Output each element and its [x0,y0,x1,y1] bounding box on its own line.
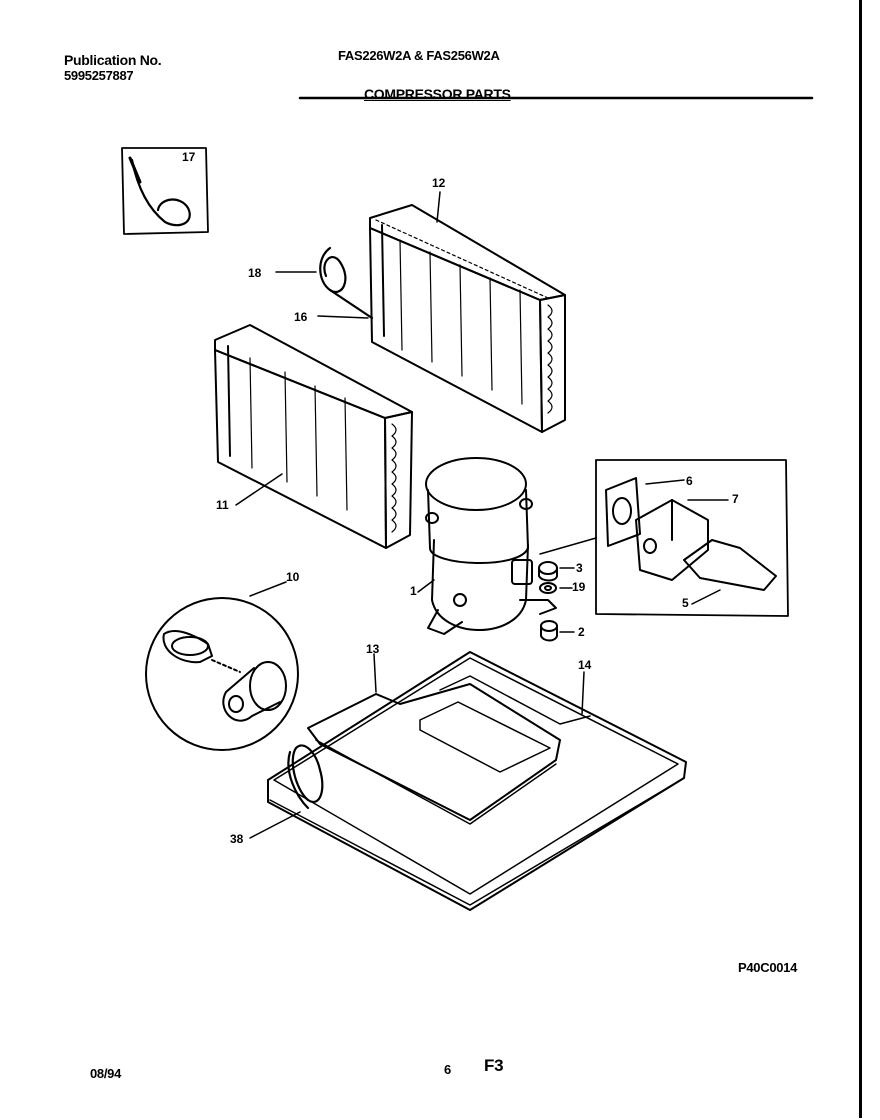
part-17-capillary-tube [121,147,209,235]
callout-16: 16 [294,310,308,324]
page-number: 6 [444,1062,451,1077]
part-18-tube-coil [275,246,374,320]
callout-6: 6 [686,474,693,488]
callout-13: 13 [366,642,380,656]
part-3-19-2-hardware [538,561,575,642]
part-38-wire [249,744,324,839]
figure-number: F3 [484,1056,504,1075]
callout-5: 5 [682,596,689,610]
callout-19: 19 [572,580,586,594]
model-numbers: FAS226W2A & FAS256W2A [338,48,500,63]
callout-14: 14 [578,658,592,672]
revision-date: 08/94 [90,1066,122,1081]
parts-6-7-5-terminal-kit [539,459,789,617]
part-10-overload-detail [145,581,299,751]
callout-2: 2 [578,625,585,639]
callout-38: 38 [230,832,244,846]
publication-number: 5995257887 [64,68,134,83]
callout-10: 10 [286,570,300,584]
callout-18: 18 [248,266,262,280]
callout-7: 7 [732,492,739,506]
callout-3: 3 [576,561,583,575]
callout-1: 1 [410,584,417,598]
part-1-compressor [417,457,557,635]
callout-12: 12 [432,176,446,190]
drawing-code: P40C0014 [738,960,798,975]
callout-17: 17 [182,150,196,164]
publication-label: Publication No. [64,52,162,68]
part-11-evaporator-coil [214,324,413,549]
part-13-drain-tray [307,653,561,825]
part-14-base-pan [267,651,687,911]
part-12-condenser-coil [369,191,566,433]
callout-11: 11 [216,498,229,512]
